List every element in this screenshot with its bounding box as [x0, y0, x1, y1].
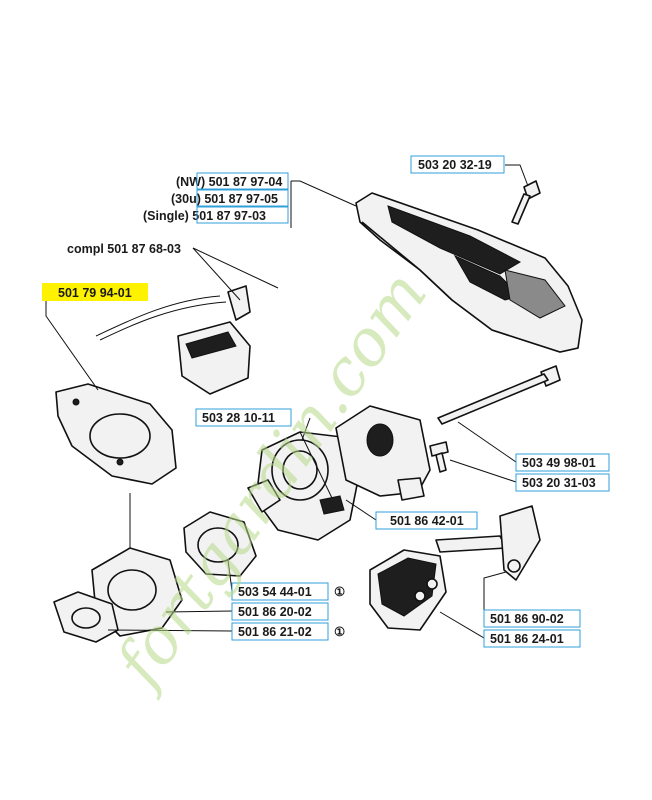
screw-top-box — [410, 155, 505, 174]
lever-text: 501 86 90-02 — [490, 612, 564, 626]
gasket-b-box — [231, 602, 329, 621]
gasket-b-text: 501 86 20-02 — [238, 605, 312, 619]
label-screw-small: 503 20 31-03 — [515, 473, 610, 492]
holder-text: 501 86 42-01 — [390, 514, 464, 528]
label-carb: 503 28 10-11 — [195, 408, 292, 427]
gasket-a-circled-mark: ① — [334, 585, 345, 599]
throttle-lever-part — [435, 505, 541, 581]
holder-box — [375, 511, 478, 530]
cover-nw-box — [196, 172, 289, 190]
gasket-a-box — [231, 582, 329, 601]
gasket-a-text: 503 54 44-01 — [238, 585, 312, 599]
gasket-c-circled-mark: ① — [334, 625, 345, 639]
label-cover-single: (Single) 501 87 97-03 — [143, 206, 289, 224]
filter-box — [483, 629, 581, 648]
cover-single-text: (Single) 501 87 97-03 — [143, 209, 266, 223]
bolt-box — [515, 453, 610, 472]
label-gasket-c: 501 86 21-02 ① — [231, 622, 345, 641]
label-bolt: 503 49 98-01 — [515, 453, 610, 472]
gasket-c-text: 501 86 21-02 — [238, 625, 312, 639]
top-screw-part — [511, 180, 541, 225]
label-holder: 501 86 42-01 — [375, 511, 478, 530]
screw-top-text: 503 20 32-19 — [418, 158, 492, 172]
carb-text: 503 28 10-11 — [202, 411, 275, 425]
screw-small-text: 503 20 31-03 — [522, 476, 596, 490]
cover-nw-text: (NW) 501 87 97-04 — [176, 175, 282, 189]
label-screw-top: 503 20 32-19 — [410, 155, 505, 174]
label-highlighted: 501 79 94-01 — [42, 283, 148, 301]
gasket-ring-part — [183, 511, 257, 577]
highlight-marker — [42, 283, 148, 301]
leader-lines — [45, 164, 529, 639]
carburetor-holder-part — [335, 405, 431, 501]
label-cover-30u: (30u) 501 87 97-05 — [171, 189, 289, 207]
label-lever: 501 86 90-02 — [483, 609, 581, 628]
cover-30u-text: (30u) 501 87 97-05 — [171, 192, 278, 206]
highlighted-text: 501 79 94-01 — [58, 286, 132, 300]
mounting-plate-part — [55, 383, 177, 485]
cover-30u-box — [196, 189, 289, 207]
label-cover-nw: (NW) 501 87 97-04 — [176, 172, 289, 190]
choke-assembly-part — [95, 285, 251, 395]
label-filter: 501 86 24-01 — [483, 629, 581, 648]
long-bolt-part — [437, 365, 561, 425]
compl-text: compl 501 87 68-03 — [67, 242, 181, 256]
gasket-c-box — [231, 622, 329, 641]
lever-box — [483, 609, 581, 628]
screw-small-box — [515, 473, 610, 492]
bolt-text: 503 49 98-01 — [522, 456, 596, 470]
cover-single-box — [196, 206, 289, 224]
carburetor-part — [247, 431, 361, 541]
label-compl: compl 501 87 68-03 — [67, 242, 181, 256]
carb-box — [195, 408, 292, 427]
label-gasket-b: 501 86 20-02 — [231, 602, 329, 621]
small-screw-part — [429, 441, 449, 473]
label-gasket-a: 503 54 44-01 ① — [231, 582, 345, 601]
filter-text: 501 86 24-01 — [490, 632, 564, 646]
filter-cover-part — [355, 192, 583, 353]
filter-element-part — [369, 549, 447, 631]
